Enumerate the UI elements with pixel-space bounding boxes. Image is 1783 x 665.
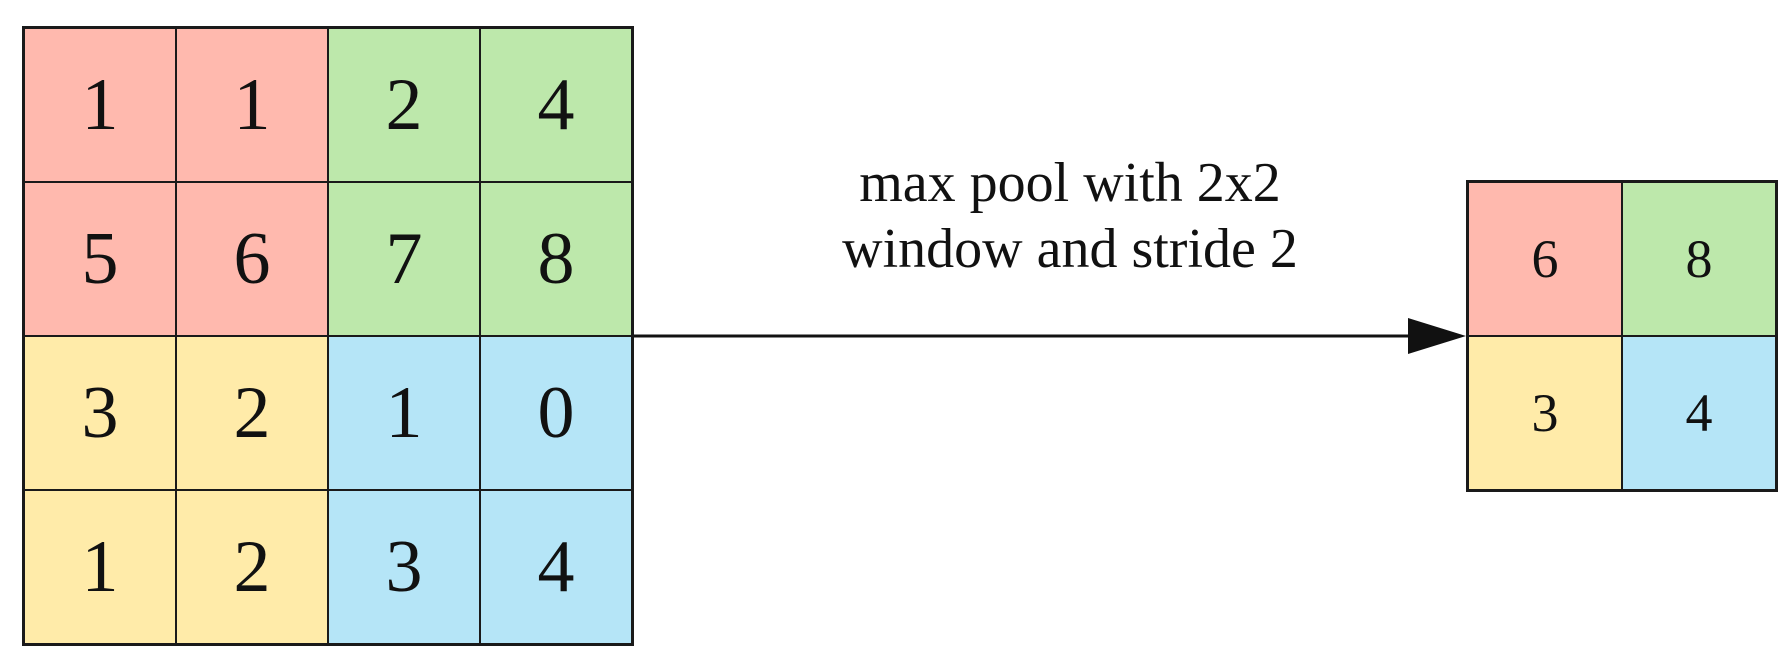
input-cell-r3-c1: 2 [176,490,328,644]
input-cell-r1-c3: 8 [480,182,632,336]
output-cell-r0-c1: 8 [1622,182,1776,336]
input-cell-r2-c1: 2 [176,336,328,490]
input-cell-r0-c1: 1 [176,28,328,182]
input-cell-r0-c2: 2 [328,28,480,182]
output-cell-r0-c0: 6 [1468,182,1622,336]
operation-caption: max pool with 2x2 window and stride 2 [720,150,1420,282]
input-cell-r2-c3: 0 [480,336,632,490]
input-cell-r0-c0: 1 [24,28,176,182]
input-cell-r0-c3: 4 [480,28,632,182]
input-cell-r2-c0: 3 [24,336,176,490]
arrow-head [1408,318,1466,354]
input-cell-r2-c2: 1 [328,336,480,490]
input-cell-r3-c3: 4 [480,490,632,644]
input-cell-r1-c2: 7 [328,182,480,336]
output-cell-r1-c0: 3 [1468,336,1622,490]
input-cell-r1-c0: 5 [24,182,176,336]
caption-line-2: window and stride 2 [842,218,1298,280]
output-cell-r1-c1: 4 [1622,336,1776,490]
caption-line-1: max pool with 2x2 [859,152,1281,214]
input-cell-r3-c2: 3 [328,490,480,644]
input-cell-r1-c1: 6 [176,182,328,336]
input-cell-r3-c0: 1 [24,490,176,644]
